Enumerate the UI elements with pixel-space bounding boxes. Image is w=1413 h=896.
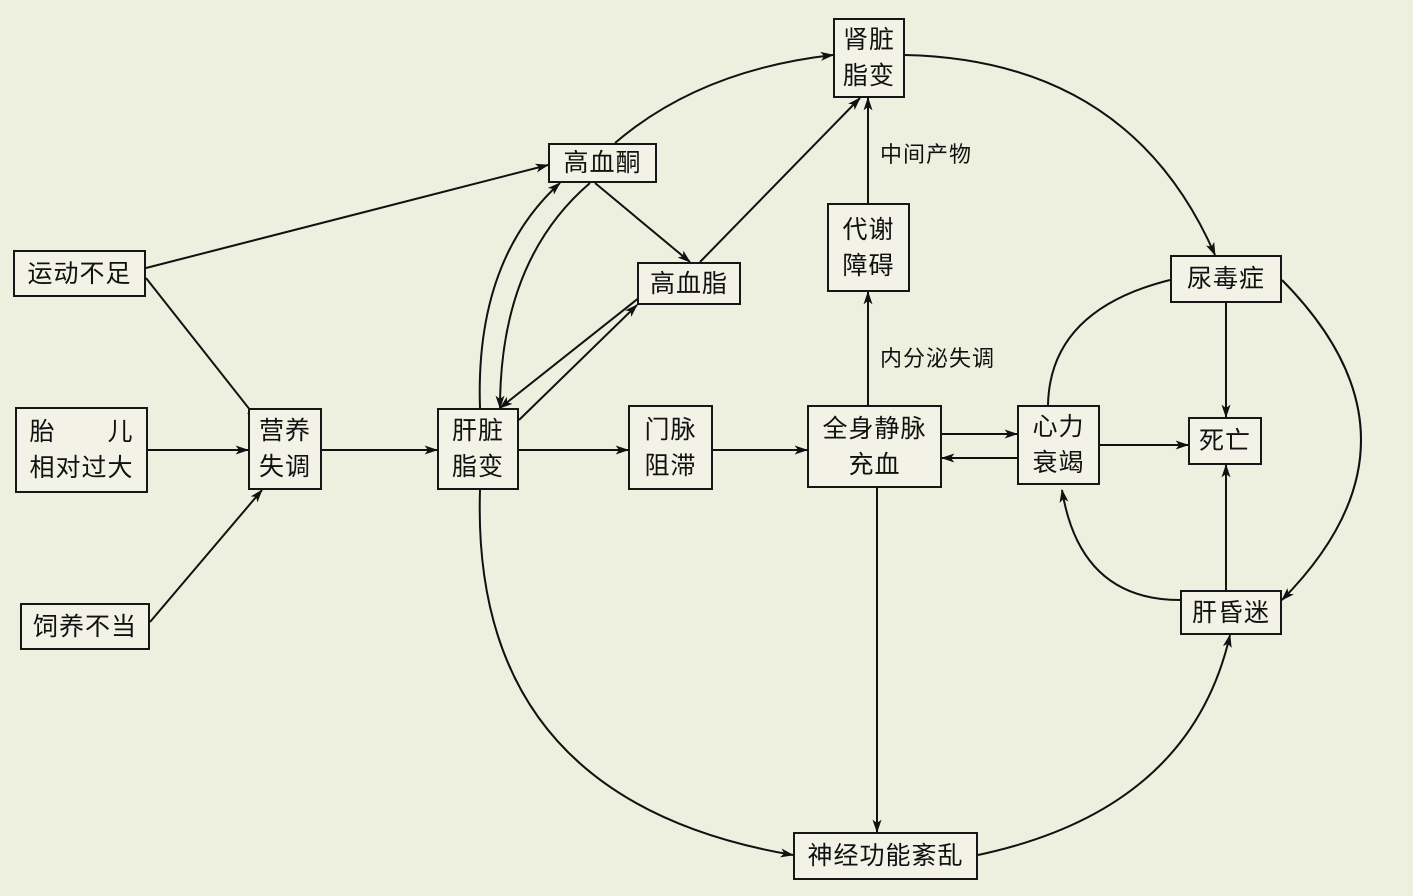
node-hepatic-coma: 肝昏迷	[1180, 590, 1282, 635]
node-text: 肝昏迷	[1191, 597, 1270, 627]
node-text: 门脉	[644, 414, 697, 444]
node-text: 高血脂	[649, 268, 728, 298]
edge-exercise-malnutrition	[145, 277, 259, 421]
edge-hyperlipidemia-liver	[499, 296, 641, 409]
edge-label-intermediate-products: 中间产物	[880, 143, 973, 168]
node-text: 脂变	[842, 61, 895, 90]
node-text: 心力	[1032, 412, 1085, 441]
node-text: 障碍	[842, 250, 895, 280]
node-text: 全身静脉	[822, 413, 927, 443]
node-death: 死亡	[1188, 417, 1262, 465]
edge-liver-hyperlipidemia	[518, 304, 638, 421]
node-text: 死亡	[1198, 426, 1251, 455]
node-text: 代谢	[842, 214, 895, 244]
node-text: 饲养不当	[32, 611, 137, 641]
node-hyperlipidemia: 高血脂	[637, 262, 741, 305]
edge-ketonemia-kidney	[614, 51, 835, 144]
node-text: 相对过大	[29, 453, 134, 482]
node-text: 运动不足	[27, 258, 132, 288]
edge-neuro-coma	[977, 633, 1232, 856]
node-text: 肾脏	[842, 25, 895, 54]
node-portal-obstruction: 门脉阻滞	[628, 405, 713, 490]
node-metabolic-disorder: 代谢障碍	[827, 203, 910, 292]
node-text: 营养	[258, 416, 311, 445]
edge-liver-neuro	[478, 489, 795, 858]
node-neuro-disorder: 神经功能紊乱	[793, 832, 978, 880]
node-text: 胎 儿	[29, 417, 134, 446]
node-text: 肝脏	[451, 416, 504, 445]
node-kidney-fatty: 肾脏脂变	[833, 18, 905, 98]
node-text: 阻滞	[644, 450, 697, 480]
node-text: 脂变	[451, 452, 504, 481]
node-text: 衰竭	[1032, 448, 1085, 477]
node-text: 充血	[848, 449, 901, 479]
node-fetus-large: 胎 儿相对过大	[15, 407, 148, 493]
edge-hyperlipidemia-kidney	[699, 97, 861, 263]
node-lack-of-exercise: 运动不足	[13, 250, 146, 297]
edge-uremia-coma	[1281, 279, 1362, 601]
edge-exercise-ketonemia	[145, 163, 550, 269]
node-text: 高血酮	[563, 148, 642, 177]
node-uremia: 尿毒症	[1170, 255, 1282, 303]
node-ketonemia: 高血酮	[548, 143, 657, 183]
edge-uremia-heart	[1047, 279, 1171, 406]
node-text: 神经功能紊乱	[807, 841, 964, 870]
node-text: 失调	[258, 452, 311, 481]
node-liver-fatty: 肝脏脂变	[437, 408, 519, 490]
node-heart-failure: 心力衰竭	[1017, 405, 1100, 485]
node-text: 尿毒症	[1186, 264, 1265, 293]
edge-ketonemia-liver	[495, 182, 591, 410]
node-venous-congestion: 全身静脉充血	[807, 405, 942, 488]
node-improper-feeding: 饲养不当	[20, 603, 150, 650]
edge-feeding-malnutrition	[149, 489, 263, 623]
edge-label-endocrine-disorder: 内分泌失调	[880, 347, 996, 372]
edge-ketonemia-hyperlipidemia	[594, 182, 691, 263]
edge-coma-heart	[1059, 488, 1181, 601]
edge-liver-ketonemia	[478, 182, 561, 409]
node-malnutrition: 营养失调	[248, 408, 322, 490]
edge-kidney-uremia	[904, 54, 1216, 257]
